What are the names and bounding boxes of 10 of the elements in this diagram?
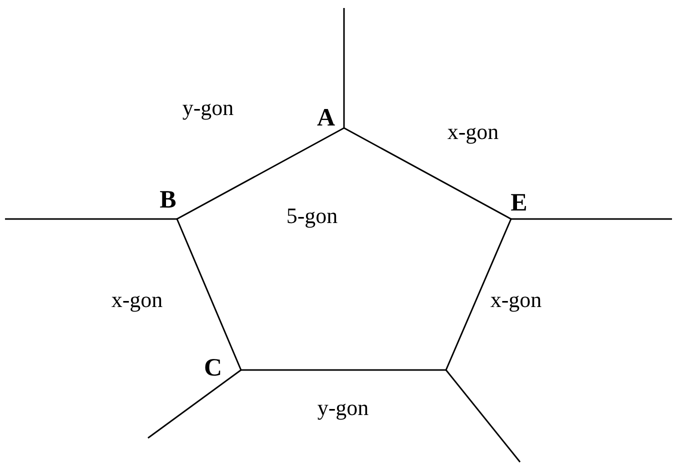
vertex-label: B (160, 188, 176, 212)
region-label: x-gon (490, 289, 542, 311)
region-label: 5-gon (286, 205, 338, 227)
vertex-label: E (510, 190, 528, 216)
region-label: x-gon (111, 289, 163, 311)
region-label: y-gon (182, 97, 234, 119)
vertex-label: A (316, 106, 336, 130)
region-label: x-gon (447, 121, 499, 143)
vertex-label: C (204, 356, 222, 380)
region-label: y-gon (317, 397, 369, 419)
